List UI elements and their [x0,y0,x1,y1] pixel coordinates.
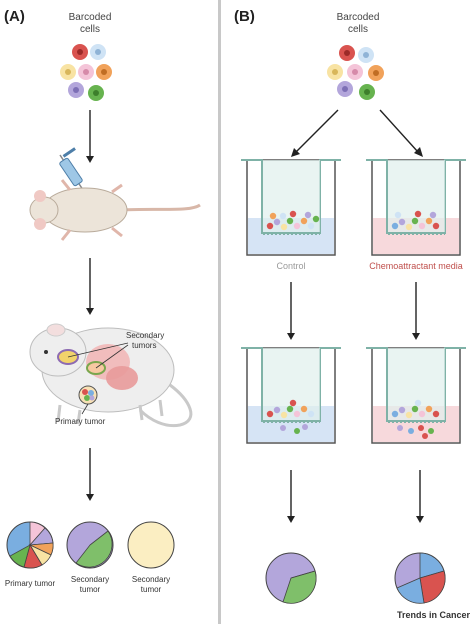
panel-a-cells-label-1: Barcoded [69,12,112,23]
panel-a-label: (A) [4,8,25,25]
transwell-control-top [241,159,341,256]
arrow-a1 [86,110,94,163]
arrow-a3 [86,448,94,501]
arrow-b-right [379,109,423,157]
pie-label-secondary-2a: Secondary [132,575,170,584]
arrow-b-control-2 [287,470,295,523]
panel-a-cells-label-2: cells [80,24,100,35]
mouse-sideview-icon [29,323,193,428]
arrow-b-chemo-1 [412,282,420,340]
barcoded-cells-cluster-b [327,45,384,100]
transwell-chemo-top [366,159,466,256]
arrow-b-left [291,109,339,157]
secondary-tumors-label-2: tumors [132,341,156,350]
pie-control [265,552,317,604]
credit-label: Trends in Cancer [397,610,471,620]
pie-label-secondary-2b: tumor [141,585,162,594]
pie-label-primary: Primary tumor [5,579,56,588]
pie-label-secondary-1a: Secondary [71,575,109,584]
pie-secondary-tumor-2 [127,521,175,569]
arrow-a2 [86,258,94,315]
control-label: Control [276,261,305,271]
panel-divider [218,0,221,624]
secondary-tumors-label-1: Secondary [126,331,164,340]
transwell-chemo-bottom [366,347,466,444]
transwell-control-bottom [241,347,341,444]
pie-secondary-tumor-1 [66,521,114,569]
chemo-label: Chemoattractant media [369,261,463,271]
mouse-topview-icon [29,179,201,241]
pie-label-secondary-1b: tumor [80,585,101,594]
barcoded-cells-cluster-a [60,44,112,101]
panel-b-cells-label-2: cells [348,24,368,35]
pie-chemo [394,552,446,604]
primary-tumor-label: Primary tumor [55,417,106,426]
arrow-b-control-1 [287,282,295,340]
panel-b-cells-label-1: Barcoded [337,12,380,23]
pie-primary-tumor [6,521,54,569]
panel-b-label: (B) [234,8,255,25]
arrow-b-chemo-2 [416,470,424,523]
